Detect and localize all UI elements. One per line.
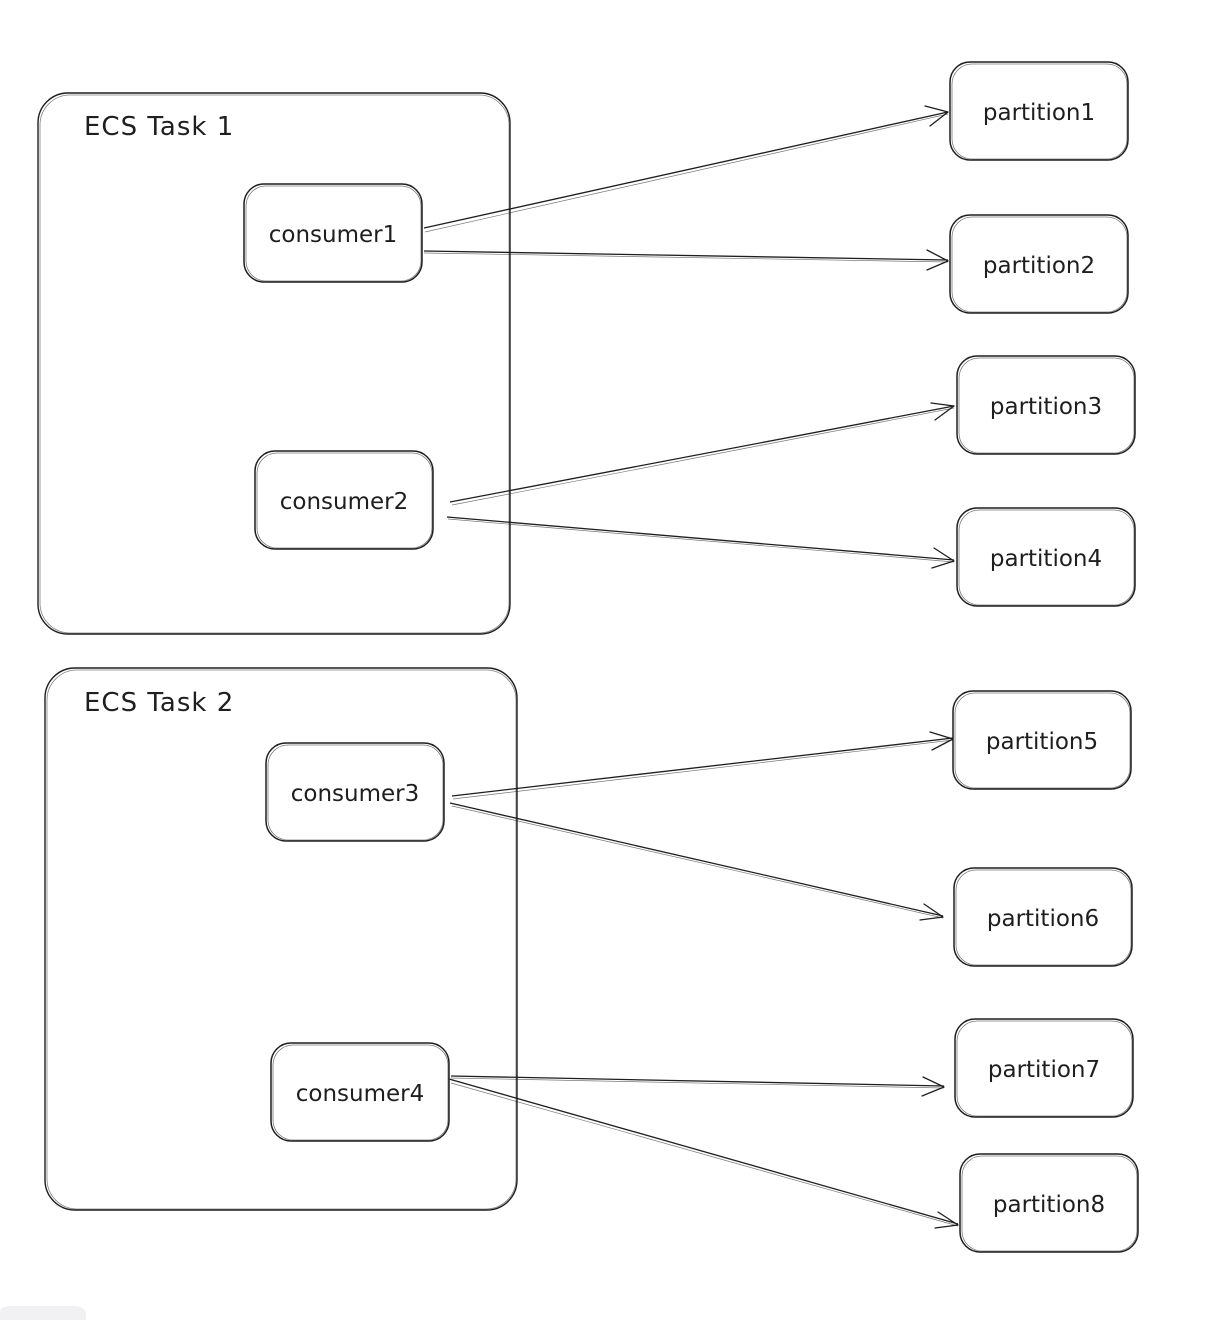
group-ecs-task-2[interactable]: ECS Task 2 (44, 667, 518, 1211)
node-partition1[interactable]: partition1 (949, 61, 1129, 161)
node-partition7[interactable]: partition7 (954, 1018, 1134, 1118)
node-partition8[interactable]: partition8 (959, 1153, 1139, 1253)
arrowhead-icon (924, 105, 949, 127)
node-consumer2[interactable]: consumer2 (254, 450, 434, 550)
node-label: partition8 (993, 1192, 1105, 1218)
node-label: partition6 (987, 906, 1099, 932)
node-partition3[interactable]: partition3 (956, 355, 1136, 455)
edge-consumer3-partition6[interactable] (449, 802, 944, 921)
group-label-task-1: ECS Task 1 (84, 112, 234, 142)
group-ecs-task-1[interactable]: ECS Task 1 (37, 92, 511, 635)
corner-decoration (0, 1306, 86, 1320)
node-label: partition4 (990, 546, 1102, 572)
edge-consumer4-partition8[interactable] (448, 1078, 959, 1229)
node-partition5[interactable]: partition5 (952, 690, 1132, 790)
node-label: partition7 (988, 1057, 1100, 1083)
group-label-task-2: ECS Task 2 (84, 688, 234, 718)
node-partition6[interactable]: partition6 (953, 867, 1133, 967)
arrowhead-icon (921, 1076, 945, 1097)
arrowhead-icon (919, 903, 944, 921)
edges (423, 105, 959, 1229)
edge-consumer3-partition5[interactable] (451, 731, 954, 800)
node-label: consumer1 (269, 222, 398, 248)
arrowhead-icon (931, 547, 955, 569)
node-label: consumer2 (280, 489, 409, 515)
node-label: partition2 (983, 253, 1095, 279)
arrowhead-icon (934, 1211, 959, 1229)
node-label: consumer3 (291, 781, 420, 807)
node-consumer3[interactable]: consumer3 (265, 742, 445, 842)
edge-consumer2-partition4[interactable] (446, 516, 955, 569)
node-label: partition5 (986, 729, 1098, 755)
node-label: partition3 (990, 394, 1102, 420)
node-consumer4[interactable]: consumer4 (270, 1042, 450, 1142)
node-partition2[interactable]: partition2 (949, 214, 1129, 314)
node-consumer1[interactable]: consumer1 (243, 183, 423, 283)
arrowhead-icon (929, 731, 954, 751)
edge-consumer4-partition7[interactable] (450, 1075, 945, 1097)
arrowhead-icon (926, 249, 949, 271)
node-partition4[interactable]: partition4 (956, 507, 1136, 607)
edge-consumer2-partition3[interactable] (449, 402, 955, 506)
edge-consumer1-partition1[interactable] (423, 105, 949, 233)
node-label: consumer4 (296, 1081, 425, 1107)
node-label: partition1 (983, 100, 1095, 126)
arrowhead-icon (930, 402, 955, 421)
edge-consumer1-partition2[interactable] (423, 249, 949, 271)
